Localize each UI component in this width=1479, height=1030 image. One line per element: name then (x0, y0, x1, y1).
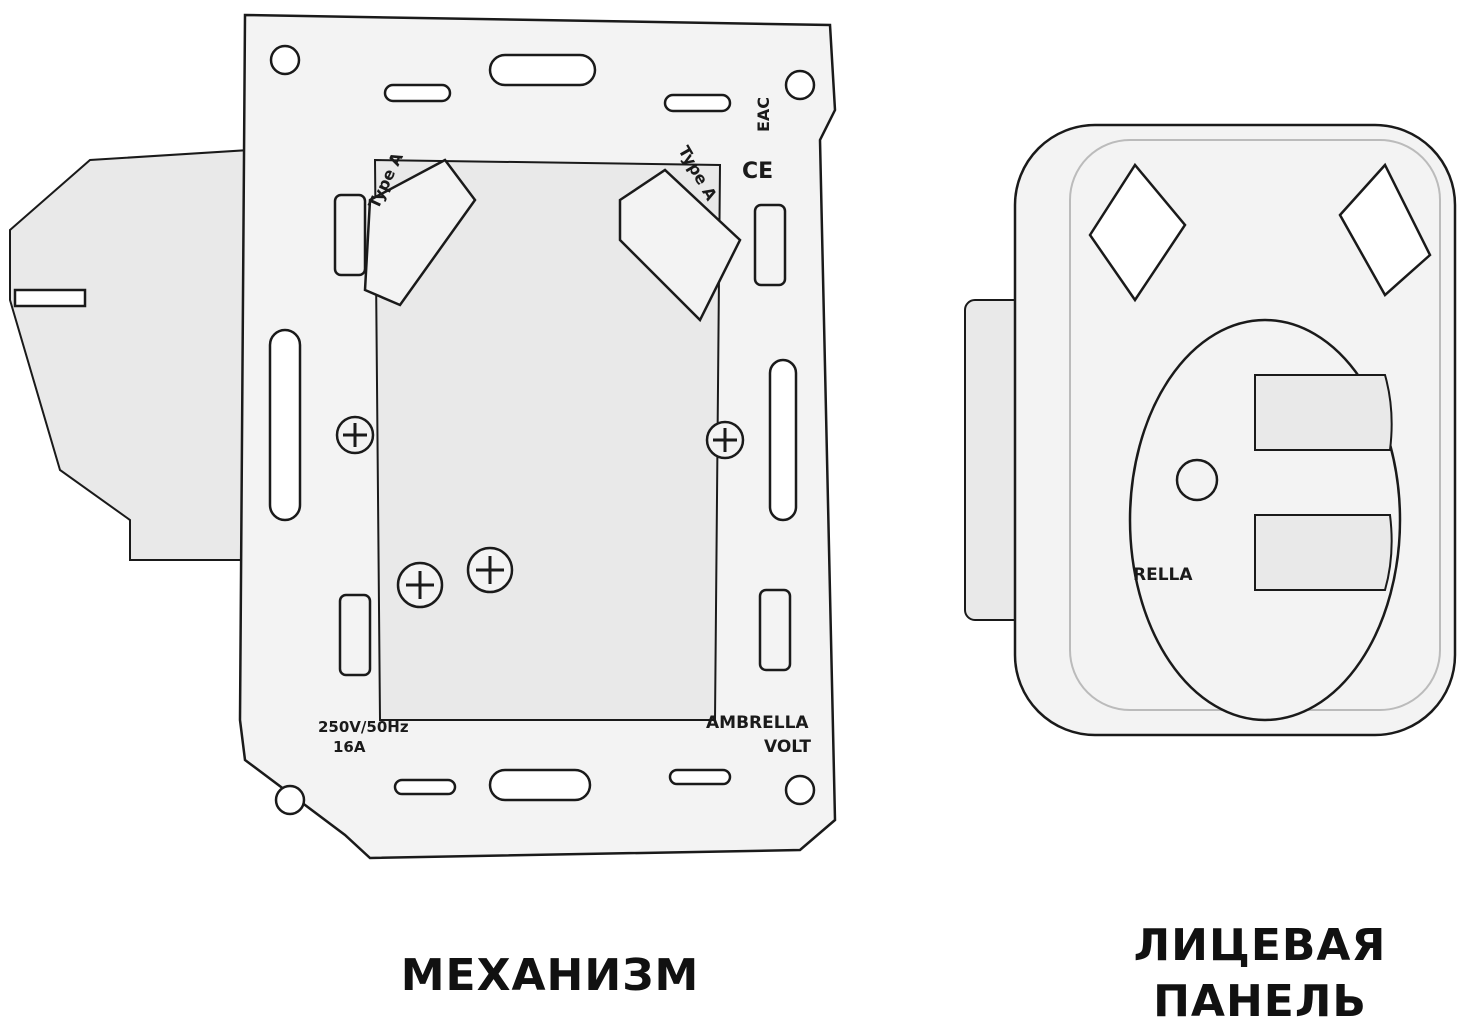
brand-line2: VOLT (764, 737, 811, 757)
face-panel: RELLA (964, 123, 1457, 737)
face-panel-caption: ЛИЦЕВАЯ ПАНЕЛЬ (1080, 918, 1440, 1030)
rating-voltage: 250V/50Hz (318, 718, 409, 736)
ce-mark: CE (742, 159, 773, 184)
face-panel-caption-line1: ЛИЦЕВАЯ (1133, 920, 1387, 971)
eac-mark: EAC (754, 97, 773, 132)
socket-mechanism: Type A Type A 250V/50Hz 16A AMBRELLA VOL… (9, 13, 837, 860)
mechanism-caption: МЕХАНИЗМ (400, 950, 700, 1001)
panel-brand-mark: RELLA (1133, 565, 1193, 585)
brand-line1: AMBRELLA (706, 713, 809, 733)
rating-current: 16A (333, 738, 366, 756)
face-panel-caption-line2: ПАНЕЛЬ (1153, 976, 1367, 1027)
